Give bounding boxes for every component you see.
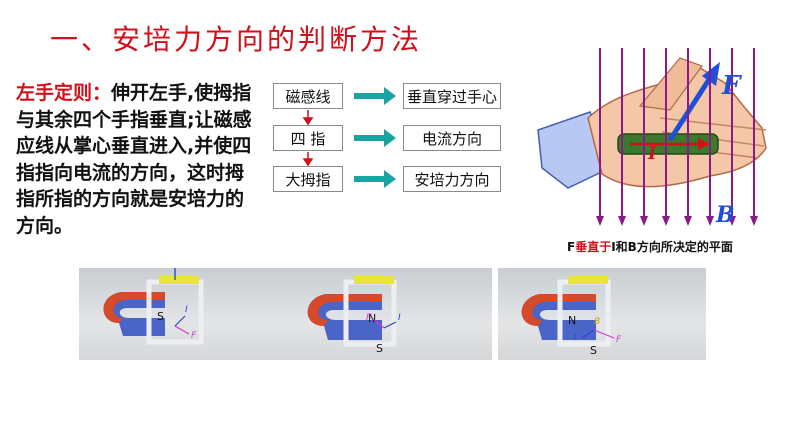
map-right-0: 垂直穿过手心 <box>403 83 501 109</box>
slide-title: 一、安培力方向的判断方法 <box>50 23 423 56</box>
svg-text:N: N <box>368 312 376 325</box>
magnet-photo-3: N S I F B <box>498 268 706 360</box>
svg-text:S: S <box>590 344 597 357</box>
current-label: I <box>647 143 657 164</box>
left-hand-rule-text: 左手定则：伸开左手,使拇指与其余四个手指垂直;让磁感应线从掌心垂直进入,并使四指… <box>16 80 261 239</box>
field-lines <box>599 48 755 223</box>
teal-arrow-icon <box>354 87 396 188</box>
svg-text:N: N <box>568 314 576 327</box>
map-left-0: 磁感线 <box>273 83 343 109</box>
svg-text:S: S <box>157 310 164 323</box>
figure-caption: F垂直于I和B方向所决定的平面 <box>567 240 733 254</box>
svg-text:B: B <box>594 317 600 327</box>
svg-text:F: F <box>616 335 622 345</box>
svg-text:F: F <box>191 331 197 341</box>
magnet-photo-2: N S I F <box>284 268 492 360</box>
svg-text:I: I <box>398 313 401 323</box>
down-arrow-icon <box>302 110 314 167</box>
map-right-1: 电流方向 <box>403 125 501 151</box>
force-label: F <box>721 71 742 101</box>
svg-text:F: F <box>366 313 372 323</box>
svg-text:S: S <box>376 342 383 355</box>
svg-text:I: I <box>185 305 188 315</box>
map-left-2: 大拇指 <box>273 166 343 192</box>
svg-text:I: I <box>574 333 577 343</box>
left-hand-diagram: F I B <box>537 48 767 228</box>
rule-body: 伸开左手,使拇指与其余四个手指垂直;让磁感应线从掌心垂直进入,并使四指指向电流的… <box>16 82 252 237</box>
map-left-1: 四 指 <box>273 125 343 151</box>
magnet-photo-1: S N I F <box>79 268 287 360</box>
rule-heading: 左手定则： <box>16 82 112 104</box>
field-label: B <box>715 202 735 228</box>
map-right-2: 安培力方向 <box>403 166 501 192</box>
